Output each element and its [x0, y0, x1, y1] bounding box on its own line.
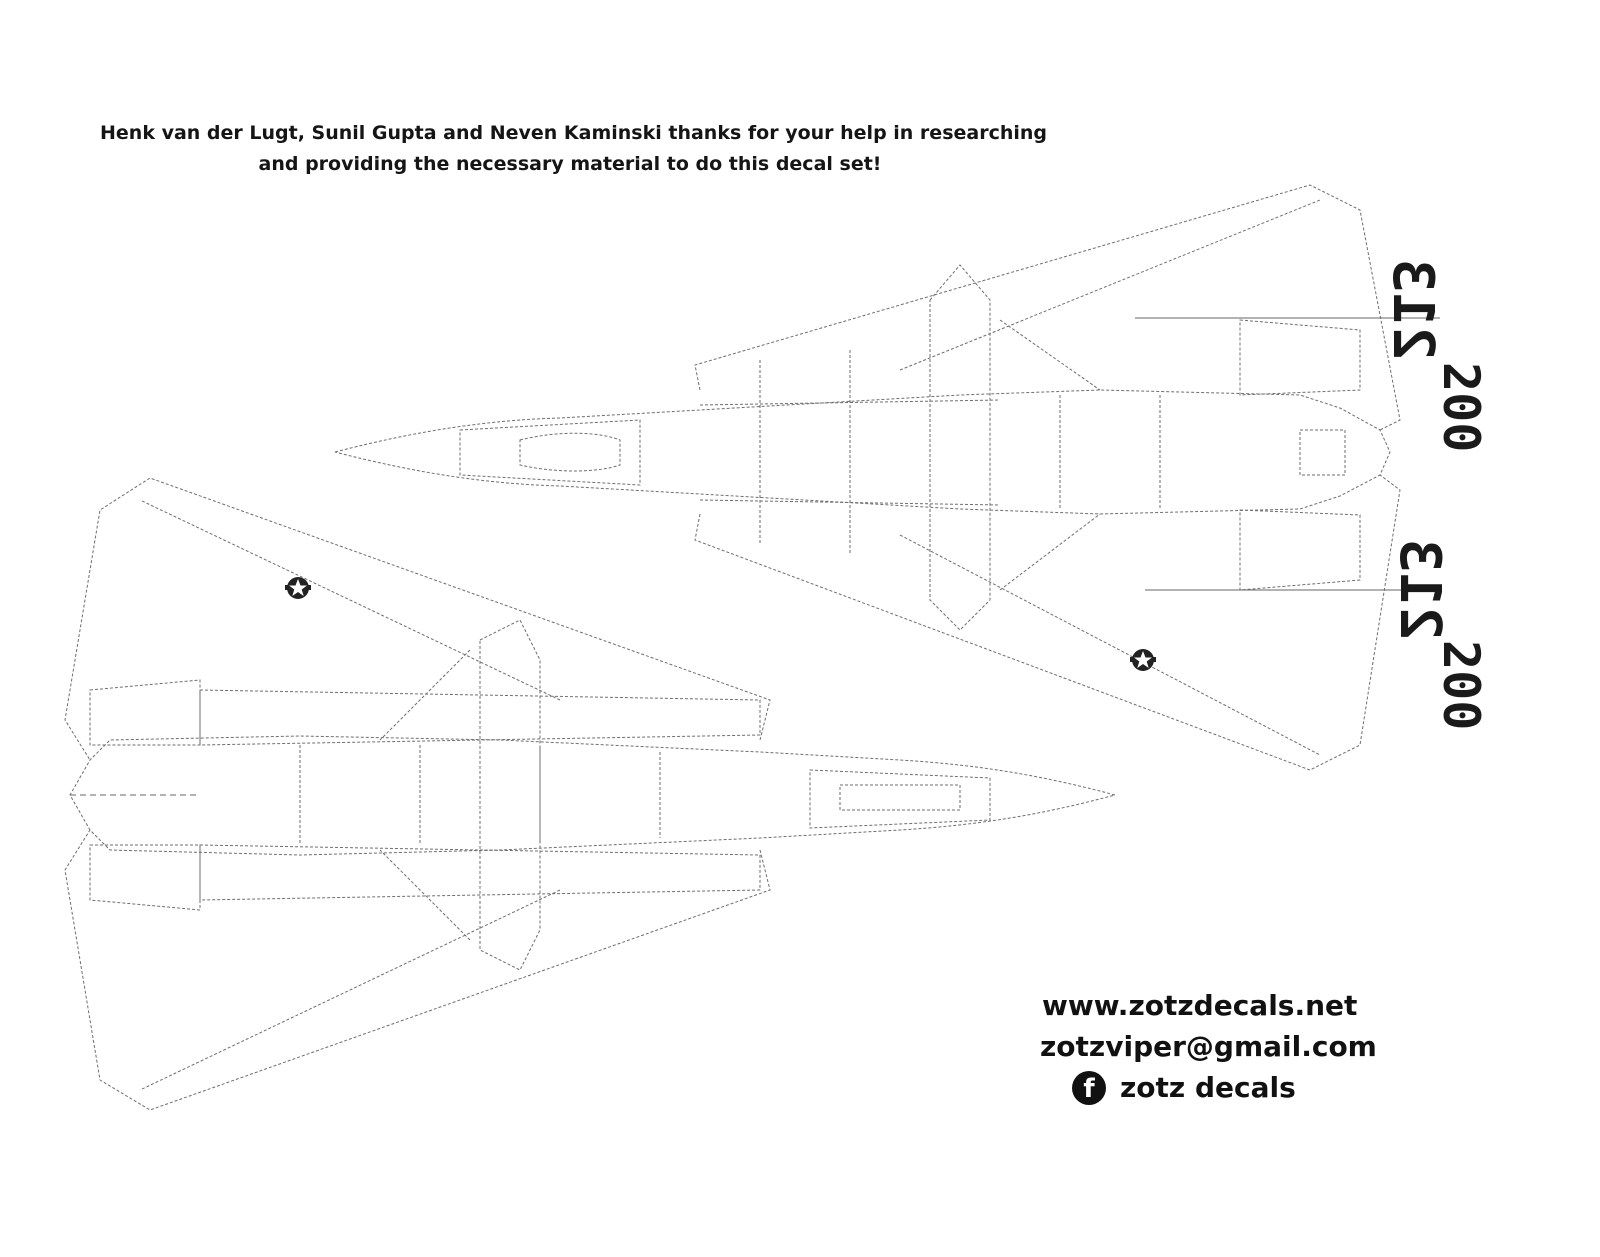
contact-block: www.zotzdecals.net zotzviper@gmail.com f… — [1040, 985, 1380, 1108]
facebook-icon: f — [1072, 1070, 1106, 1105]
lower-aircraft-outline — [64, 477, 1117, 1111]
credits-line-2: and providing the necessary material to … — [258, 153, 882, 175]
lower-code-200: 200 — [1432, 640, 1490, 731]
credits-line-1: Henk van der Lugt, Sunil Gupta and Neven… — [100, 122, 1048, 144]
upper-aircraft-outline — [333, 184, 1440, 771]
credits-text: Henk van der Lugt, Sunil Gupta and Neven… — [100, 118, 1048, 180]
lower-code-213: 213 — [1387, 538, 1452, 640]
roundel-icon — [285, 577, 311, 599]
facebook-label: zotz decals — [1120, 1071, 1296, 1104]
roundel-icon — [1130, 649, 1156, 671]
facebook-link[interactable]: f zotz decals — [1040, 1067, 1380, 1108]
website-link[interactable]: www.zotzdecals.net — [1042, 989, 1358, 1022]
upper-code-200: 200 — [1432, 362, 1490, 453]
email-link[interactable]: zotzviper@gmail.com — [1040, 1030, 1377, 1063]
upper-code-213: 213 — [1380, 258, 1445, 360]
